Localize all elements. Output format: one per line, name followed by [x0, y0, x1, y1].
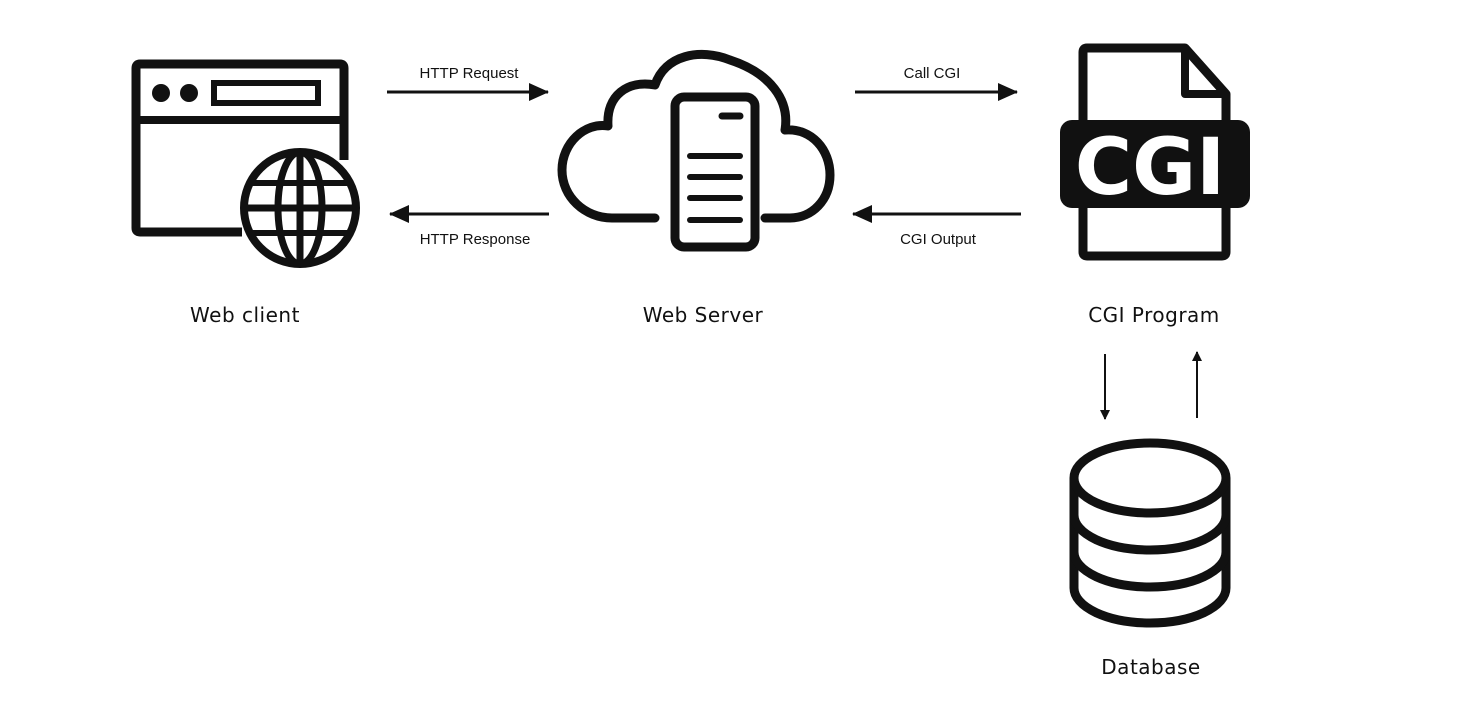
server-tower-icon [670, 92, 760, 252]
cgi-badge-text: CGI [1075, 123, 1225, 213]
browser-window-icon [131, 59, 349, 237]
edge-http-response: HTTP Response [389, 205, 549, 248]
web-server-node: Web Server [557, 49, 835, 327]
cgi-output-label: CGI Output [900, 231, 977, 248]
web-client-label: Web client [190, 303, 300, 327]
database-node: Database [1069, 438, 1231, 679]
http-response-label: HTTP Response [420, 231, 531, 248]
globe-icon [240, 148, 360, 268]
database-label: Database [1101, 655, 1200, 679]
edge-http-request: HTTP Request [387, 65, 549, 101]
cgi-program-node: CGI CGI Program [1060, 43, 1250, 327]
web-client-node: Web client [131, 59, 360, 327]
http-request-label: HTTP Request [420, 65, 520, 82]
edge-cgi-output: CGI Output [852, 205, 1021, 248]
cgi-file-icon: CGI [1060, 43, 1250, 261]
edge-cgi-to-database [1100, 351, 1202, 420]
web-server-label: Web Server [643, 303, 764, 327]
database-icon [1069, 438, 1231, 628]
edge-call-cgi: Call CGI [855, 65, 1018, 101]
call-cgi-label: Call CGI [904, 65, 961, 82]
cloud-icon [557, 49, 835, 223]
cgi-program-label: CGI Program [1088, 303, 1220, 327]
